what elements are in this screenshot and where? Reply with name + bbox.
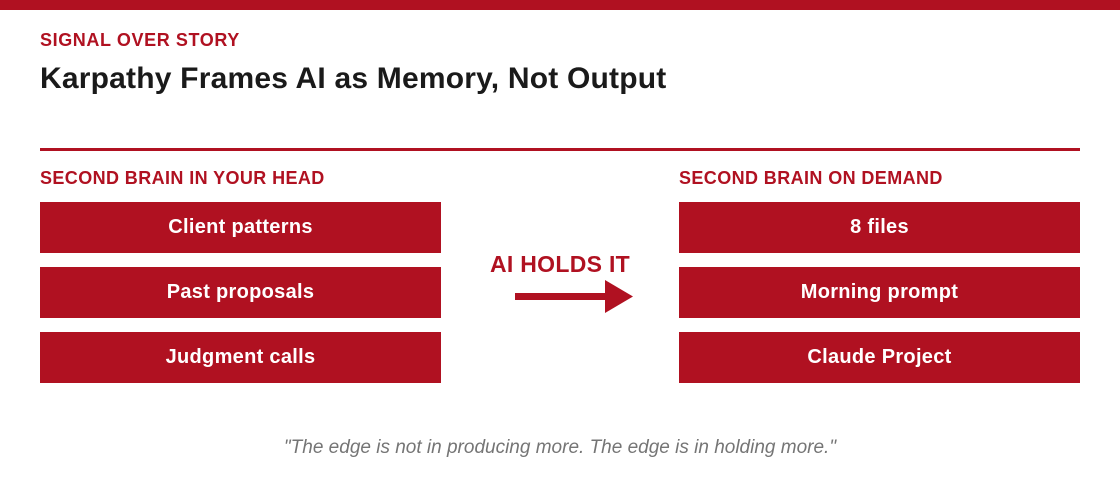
left-item-box: Client patterns [40, 202, 441, 253]
right-item-box: 8 files [679, 202, 1080, 253]
footer-quote: "The edge is not in producing more. The … [283, 437, 837, 458]
left-item-box: Judgment calls [40, 332, 441, 383]
section-divider [40, 148, 1080, 151]
accent-top-bar [0, 0, 1120, 10]
kicker-text: SIGNAL OVER STORY [40, 30, 240, 50]
right-item-box: Claude Project [679, 332, 1080, 383]
left-column-heading: SECOND BRAIN IN YOUR HEAD [40, 168, 325, 188]
right-item-box: Morning prompt [679, 267, 1080, 318]
left-item-box: Past proposals [40, 267, 441, 318]
right-arrow-icon [515, 280, 633, 313]
right-column-heading: SECOND BRAIN ON DEMAND [679, 168, 943, 188]
page-title: Karpathy Frames AI as Memory, Not Output [40, 62, 667, 95]
center-label: AI HOLDS IT [489, 251, 631, 277]
